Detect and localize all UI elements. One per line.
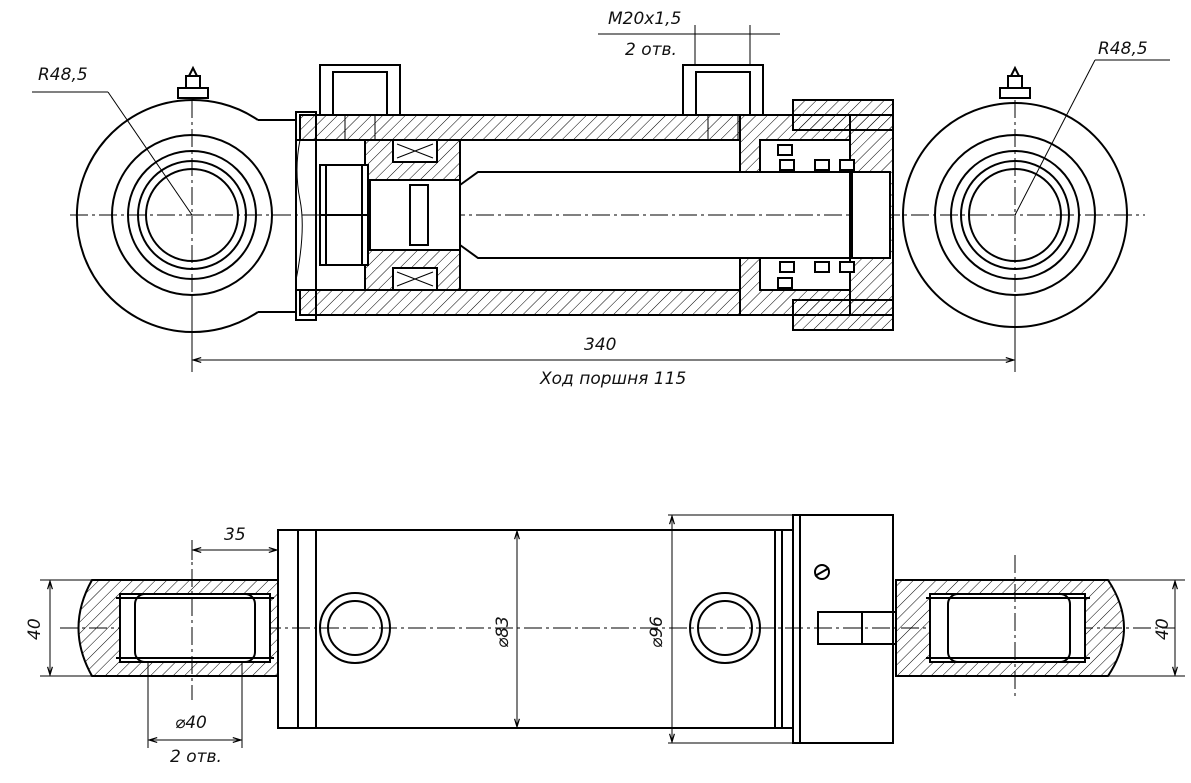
barrel-body (297, 529, 794, 729)
radius-left-label: R48,5 (38, 65, 88, 85)
right-lug (895, 555, 1125, 700)
radius-right-label: R48,5 (1098, 39, 1148, 59)
right-eye (902, 59, 1170, 372)
barrel-wall-bottom (299, 289, 741, 316)
section-view: M20x1,5 2 отв. R48,5 R48,5 340 Ход поршн… (32, 9, 1170, 389)
stroke-label: Ход поршня 115 (539, 369, 686, 389)
left-eye-outer (75, 99, 259, 333)
length-label: 340 (584, 335, 616, 355)
outer-diameter-label: ⌀96 (647, 616, 667, 648)
width-dimension-left: 40 (25, 579, 92, 677)
pin-diameter-label: ⌀40 (175, 713, 207, 733)
port-right (682, 64, 764, 141)
right-grease-fitting (999, 87, 1031, 99)
port-left-face (319, 592, 391, 664)
width-left-label: 40 (25, 618, 45, 640)
left-lug (77, 540, 279, 700)
piston (364, 139, 461, 291)
left-end-cap (295, 111, 317, 321)
length-dimension: 340 Ход поршня 115 (191, 295, 1016, 389)
head-cap (792, 514, 897, 744)
width-dimension-right: 40 (1108, 579, 1185, 677)
barrel-wall-top (299, 114, 741, 141)
side-view: 35 40 40 ⌀83 ⌀96 (25, 514, 1185, 767)
left-eye (32, 65, 296, 372)
thread-label: M20x1,5 (608, 9, 681, 29)
offset-label: 35 (224, 525, 246, 545)
pin-diameter-dimension: ⌀40 2 отв. (147, 662, 243, 767)
barrel (277, 529, 794, 729)
port-left (319, 64, 401, 141)
width-right-label: 40 (1153, 618, 1173, 640)
port-right-face (689, 592, 761, 664)
thread-qty-label: 2 отв. (625, 40, 677, 60)
pin-qty-label: 2 отв. (170, 747, 222, 767)
gland (739, 99, 894, 331)
screw-icon (814, 564, 830, 580)
right-pin-bushing (947, 593, 1071, 663)
left-grease-fitting (177, 87, 209, 99)
outer-diameter-dimension: ⌀96 (647, 514, 793, 744)
piston-nut (319, 164, 369, 266)
thread-dimension: M20x1,5 2 отв. (598, 9, 780, 65)
inner-diameter-dimension: ⌀83 (493, 532, 517, 726)
offset-dimension: 35 (191, 525, 276, 560)
left-pin-bushing (134, 593, 256, 663)
inner-diameter-label: ⌀83 (493, 616, 513, 648)
